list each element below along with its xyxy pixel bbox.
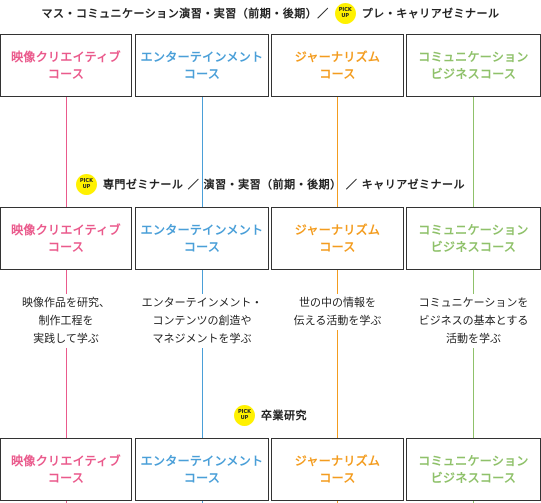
course-description-entertainment: エンターテインメント・ コンテンツの創造や マネジメントを学ぶ xyxy=(137,294,267,348)
stage-heading-1: マス・コミュニケーション演習・実習（前期・後期）／ PICK UP プレ・キャリ… xyxy=(0,2,541,24)
pickup-badge-icon: PICK UP xyxy=(334,2,356,24)
course-row-2: 映像クリエイティブ コース エンターテインメント コース ジャーナリズム コース… xyxy=(0,207,541,270)
stage-heading-2-text: 専門ゼミナール ／ 演習・実習（前期・後期） ／ キャリアゼミナール xyxy=(102,177,466,191)
stage-heading-1-text-after: プレ・キャリアゼミナール xyxy=(361,6,500,20)
course-box-entertainment: エンターテインメント コース xyxy=(135,34,269,97)
course-box-communication-business: コミュニケーション ビジネスコース xyxy=(406,34,541,97)
course-box-eizo-creative: 映像クリエイティブ コース xyxy=(0,34,132,97)
stage-heading-2: PICK UP 専門ゼミナール ／ 演習・実習（前期・後期） ／ キャリアゼミナ… xyxy=(0,173,541,195)
course-box-eizo-creative: 映像クリエイティブ コース xyxy=(0,207,132,270)
course-description-journalism: 世の中の情報を 伝える活動を学ぶ xyxy=(276,294,399,330)
course-box-communication-business: コミュニケーション ビジネスコース xyxy=(406,207,541,270)
course-box-entertainment: エンターテインメント コース xyxy=(135,207,269,270)
course-box-eizo-creative: 映像クリエイティブ コース xyxy=(0,438,132,501)
course-row-3: 映像クリエイティブ コース エンターテインメント コース ジャーナリズム コース… xyxy=(0,438,541,501)
course-descriptions: 映像作品を研究、 制作工程を 実践して学ぶ エンターテインメント・ コンテンツの… xyxy=(0,294,541,354)
stage-heading-3-text: 卒業研究 xyxy=(261,408,307,422)
course-description-eizo-creative: 映像作品を研究、 制作工程を 実践して学ぶ xyxy=(6,294,126,348)
course-description-communication-business: コミュニケーションを ビジネスの基本とする 活動を学ぶ xyxy=(408,294,539,348)
course-box-journalism: ジャーナリズム コース xyxy=(271,438,404,501)
pickup-badge-icon: PICK UP xyxy=(234,404,255,426)
stage-heading-3: PICK UP 卒業研究 xyxy=(0,404,541,426)
course-box-entertainment: エンターテインメント コース xyxy=(135,438,269,501)
pickup-badge-icon: PICK UP xyxy=(75,173,97,195)
course-row-1: 映像クリエイティブ コース エンターテインメント コース ジャーナリズム コース… xyxy=(0,34,541,97)
course-box-journalism: ジャーナリズム コース xyxy=(271,34,404,97)
course-box-communication-business: コミュニケーション ビジネスコース xyxy=(406,438,541,501)
stage-heading-1-text: マス・コミュニケーション演習・実習（前期・後期）／ xyxy=(41,6,329,20)
course-box-journalism: ジャーナリズム コース xyxy=(271,207,404,270)
